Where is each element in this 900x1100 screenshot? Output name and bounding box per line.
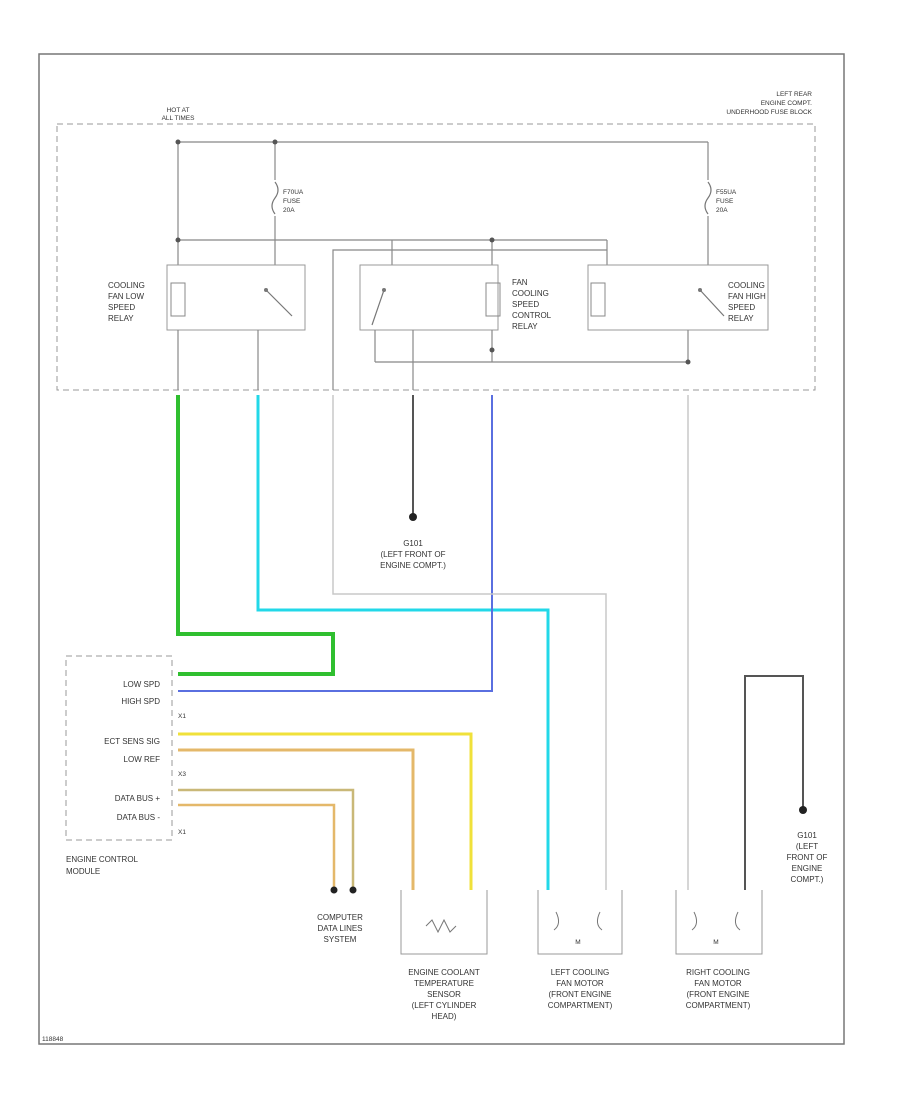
ecm-connector-x3: X3 [178,771,186,778]
wire-ground-right [744,675,804,890]
ecm-connector-x1-b: X1 [178,829,186,836]
footer-code: 118848 [42,1036,64,1043]
data-bus-minus-terminal [330,886,338,894]
ecm-pin-data-bus-minus: DATA BUS - [117,813,161,822]
ecm-connector-x1: X1 [178,713,186,720]
left-fan-motor-symbol: M [575,939,580,946]
ecm-pin-low-spd: LOW SPD [123,680,160,689]
diagram-frame [38,53,845,1045]
ecm-pin-ect-sens-sig: ECT SENS SIG [104,737,160,746]
wire-cyan [256,395,550,890]
ecm-pin-high-spd: HIGH SPD [121,697,160,706]
wire-data-bus-minus [178,803,336,888]
fuse-block-outline [56,123,816,391]
wire-data-bus-plus [178,788,355,888]
wire-gray-control [332,395,607,890]
data-bus-plus-terminal [349,886,357,894]
ground-g101-center-dot [409,513,417,521]
wire-green [176,395,335,676]
ecm-pin-data-bus-plus: DATA BUS + [115,794,161,803]
engine-control-module: LOW SPD HIGH SPD X1 ECT SENS SIG LOW REF… [65,655,186,876]
wire-blue [178,395,493,692]
right-fan-motor-symbol: M [713,939,718,946]
wire-tan [178,748,415,890]
wire-yellow [178,732,473,890]
ground-g101-right-dot [799,806,807,814]
ecm-pin-low-ref: LOW REF [124,755,161,764]
